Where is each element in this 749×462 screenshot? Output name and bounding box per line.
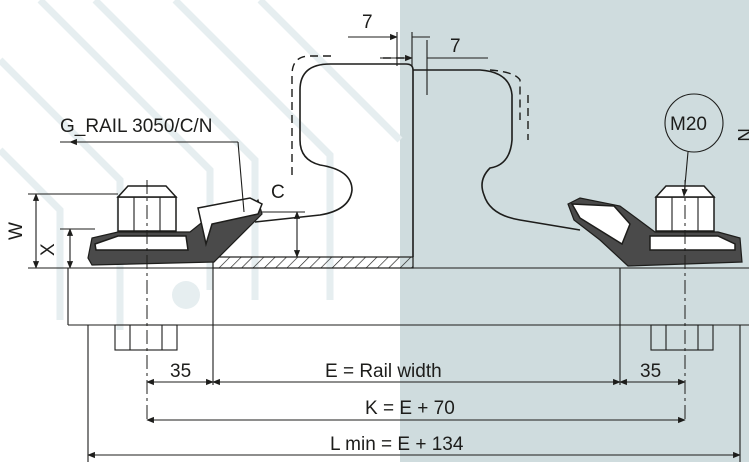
rail-profile bbox=[254, 63, 414, 257]
bolt-bottom-right bbox=[650, 324, 714, 351]
clip-right bbox=[567, 185, 743, 267]
dim-l-label: L min = E + 134 bbox=[330, 434, 464, 455]
dim-7-top-label: 7 bbox=[362, 12, 373, 33]
dim-e-label: E = Rail width bbox=[325, 361, 442, 382]
rail-outline-dashed-right bbox=[489, 69, 521, 120]
part-ref-label: G_RAIL 3050/C/N bbox=[60, 116, 212, 137]
bolt-bottom-left bbox=[114, 324, 178, 351]
dim-w-label: W bbox=[6, 222, 27, 240]
dim-x-label: X bbox=[38, 243, 59, 256]
rail-flange-hatch bbox=[212, 256, 414, 269]
dim-7-right-label: 7 bbox=[450, 36, 461, 57]
dim-c-label: C bbox=[271, 182, 285, 203]
clip-left bbox=[87, 185, 263, 266]
cut-char-label: N bbox=[733, 128, 749, 142]
dim-k-label: K = E + 70 bbox=[365, 398, 455, 419]
m20-callout-label: M20 bbox=[670, 114, 707, 135]
rail-profile-right bbox=[413, 69, 581, 231]
dim-35-right-label: 35 bbox=[640, 361, 661, 382]
watermark-lines bbox=[0, 0, 403, 330]
dim-35-left-label: 35 bbox=[170, 361, 191, 382]
m20-callout-circle bbox=[664, 93, 724, 153]
